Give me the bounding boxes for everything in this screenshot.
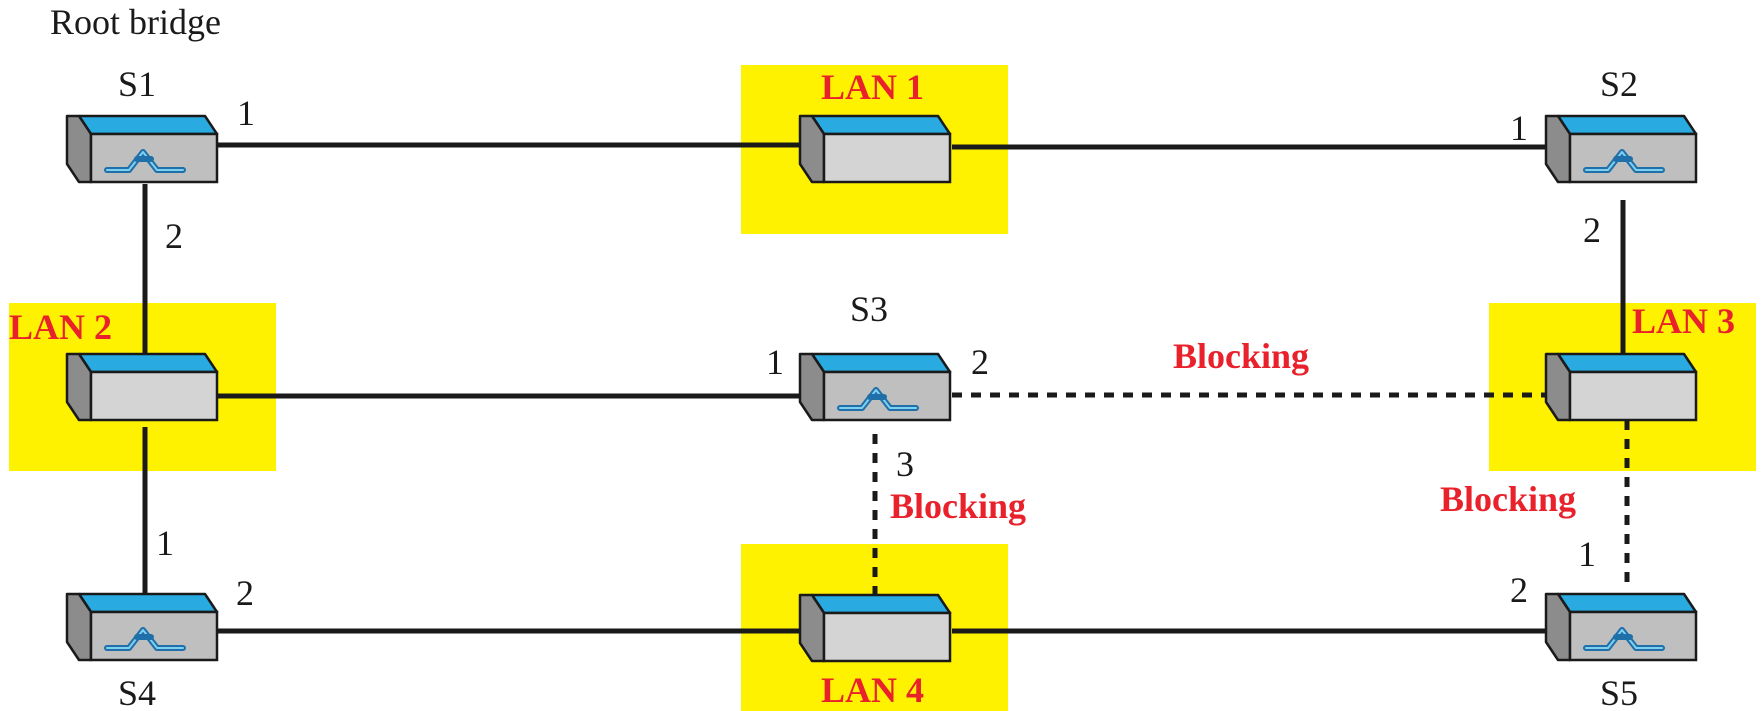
s2-port-2: 2 (1583, 210, 1601, 250)
s4-port-2: 2 (236, 573, 254, 613)
s2-switch-icon (1546, 116, 1696, 182)
lan2-hub-icon (65, 352, 219, 422)
s1-switch-icon (67, 116, 217, 182)
s3-port-3: 3 (896, 444, 914, 484)
blocking-label-s3-lan4: Blocking (890, 486, 1026, 526)
s1-port-1: 1 (237, 93, 255, 133)
s4-port-1: 1 (156, 523, 174, 563)
s4-switch-icon (67, 594, 217, 660)
blocking-label-s5-lan3: Blocking (1440, 479, 1576, 519)
s3-port-1: 1 (766, 342, 784, 382)
s5-switch-icon (1546, 594, 1696, 660)
s2-port-1: 1 (1510, 108, 1528, 148)
s5-port-1: 1 (1578, 534, 1596, 574)
s4-label: S4 (118, 673, 156, 711)
s1-label: S1 (118, 64, 156, 104)
lan3-label: LAN 3 (1632, 301, 1735, 341)
root-bridge-label: Root bridge (50, 2, 221, 42)
s5-label: S5 (1600, 673, 1638, 711)
lan2-label: LAN 2 (9, 307, 112, 347)
s3-port-2: 2 (971, 342, 989, 382)
lan4-label: LAN 4 (821, 670, 924, 710)
s5-port-2: 2 (1510, 570, 1528, 610)
s3-label: S3 (850, 289, 888, 329)
s2-label: S2 (1600, 64, 1638, 104)
lan3-hub-icon (1544, 352, 1698, 422)
blocking-label-s3-lan3: Blocking (1173, 336, 1309, 376)
lan4-hub-icon (798, 593, 952, 663)
s1-port-2: 2 (165, 216, 183, 256)
s3-switch-icon (800, 354, 950, 420)
lan1-hub-icon (798, 114, 952, 184)
lan1-label: LAN 1 (821, 67, 924, 107)
